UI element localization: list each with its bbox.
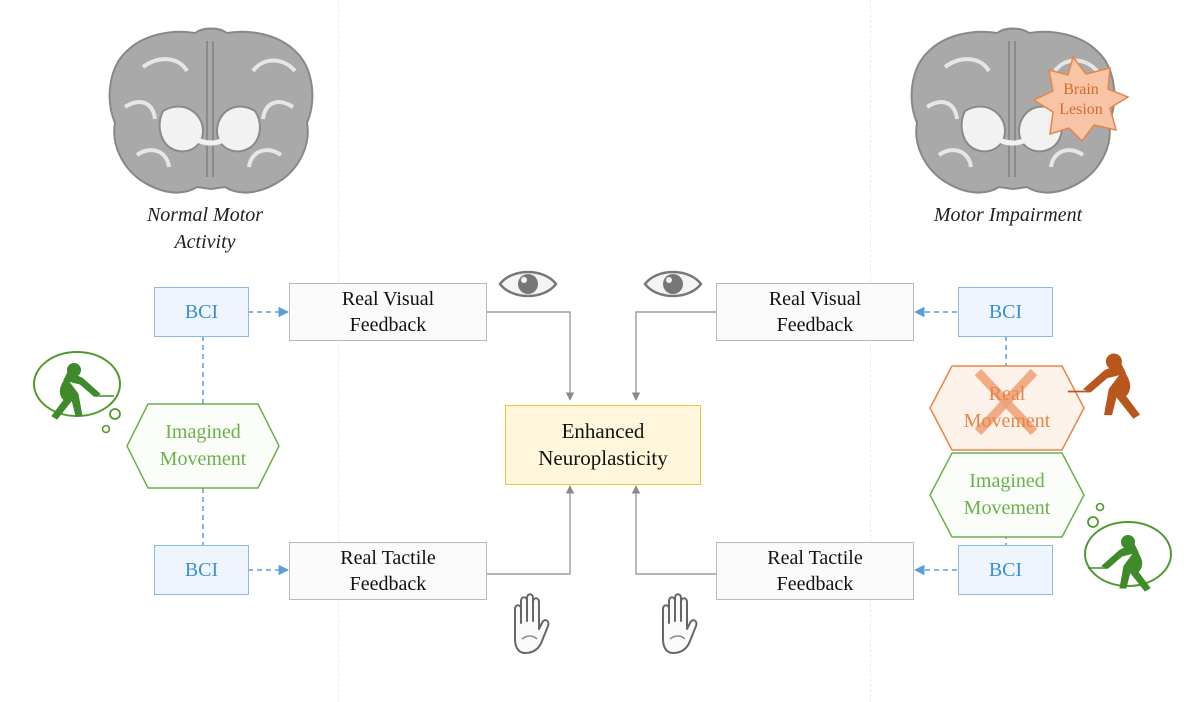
- cross-icon: [974, 368, 1038, 436]
- bci-box-right-bottom: BCI: [958, 545, 1053, 595]
- imagined-movement-hexagon-right: [929, 452, 1085, 538]
- thought-bubble-left: [33, 351, 121, 434]
- brain-icon: [110, 29, 313, 193]
- imagined-movement-hexagon-left: [126, 403, 280, 489]
- arrow-right-tactile: [631, 485, 716, 575]
- bci-box-left-top: BCI: [154, 287, 249, 337]
- enhanced-neuroplasticity-box: Enhanced Neuroplasticity: [505, 405, 701, 485]
- guide-line: [870, 0, 871, 702]
- arrow-right-visual: [631, 311, 716, 401]
- hand-icon: [514, 593, 550, 654]
- visual-feedback-box-left: Real Visual Feedback: [289, 283, 487, 341]
- eye-icon: [498, 270, 558, 298]
- bci-box-right-top: BCI: [958, 287, 1053, 337]
- arrow-left-visual: [487, 311, 575, 401]
- tactile-feedback-box-right: Real Tactile Feedback: [716, 542, 914, 600]
- arrow-left-tactile: [487, 485, 575, 575]
- caption-motor-impairment: Motor Impairment: [933, 204, 1083, 226]
- lesion-star-icon: [1032, 55, 1130, 143]
- real-movement-label: Real Movement: [963, 383, 1051, 432]
- imagined-movement-label-left: Imagined Movement: [159, 421, 247, 470]
- hand-icon: [662, 593, 698, 654]
- caption-normal-motor-activity: Normal Motor Activity: [146, 204, 264, 253]
- imagined-movement-label-right: Imagined Movement: [963, 470, 1051, 519]
- visual-feedback-box-right: Real Visual Feedback: [716, 283, 914, 341]
- eye-icon: [643, 270, 703, 298]
- tactile-feedback-box-left: Real Tactile Feedback: [289, 542, 487, 600]
- bci-box-left-bottom: BCI: [154, 545, 249, 595]
- brain-lesion-label: Brain Lesion: [1059, 81, 1103, 118]
- guide-line: [338, 0, 339, 702]
